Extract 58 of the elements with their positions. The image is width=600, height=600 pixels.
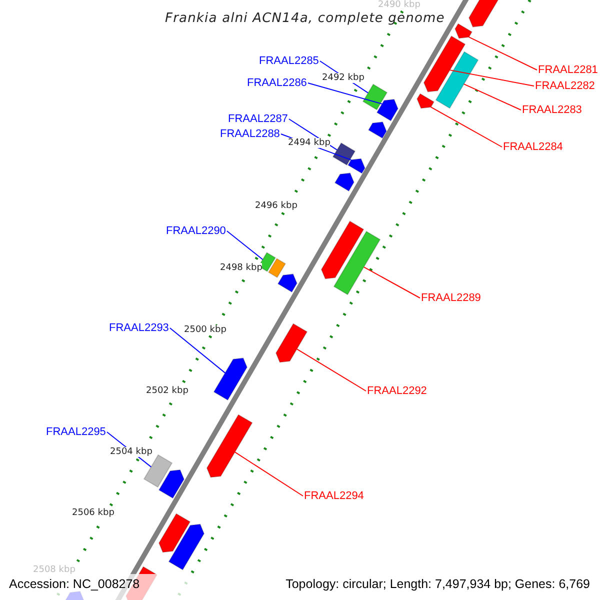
scale-tick-label: 2496 kbp: [255, 201, 298, 211]
gene-feature: [435, 51, 479, 109]
scale-tick-label: 2492 kbp: [322, 73, 364, 83]
gene-label: FRAAL2286: [247, 77, 307, 89]
gene-feature: [332, 142, 356, 166]
gene-feature: [213, 358, 248, 401]
leader-line: [307, 82, 383, 104]
scale-tick-label: 2490 kbp: [378, 0, 420, 10]
diagram-title: Frankia alni ACN14a, complete genome: [165, 11, 445, 26]
leader-line: [449, 70, 534, 86]
scale-tick-label: 2502 kbp: [146, 386, 188, 396]
gene-feature: [320, 220, 364, 280]
gene-label: FRAAL2282: [535, 80, 595, 92]
gene-feature: [268, 258, 286, 278]
gene-label: FRAAL2294: [304, 490, 364, 502]
gene-feature: [334, 172, 354, 192]
gene-feature: [376, 98, 398, 122]
gene-label: FRAAL2293: [109, 322, 169, 334]
leader-line: [226, 230, 264, 260]
leader-line: [234, 452, 304, 496]
scale-tick-label: 2504 kbp: [110, 447, 152, 457]
gene-feature: [143, 454, 173, 488]
leader-line: [296, 348, 366, 392]
scale-tick-label: 2498 kbp: [220, 263, 262, 273]
leader-line: [430, 106, 502, 148]
leader-line: [468, 36, 538, 70]
leader-line: [363, 266, 420, 298]
scale-tick-label: 2508 kbp: [33, 565, 76, 575]
gene-feature: [158, 469, 185, 499]
gene-feature: [416, 93, 435, 109]
gene-label: FRAAL2285: [259, 55, 319, 67]
scale-tick-label: 2494 kbp: [288, 138, 330, 148]
gene-label: FRAAL2287: [228, 113, 288, 125]
genome-info-text: Topology: circular; Length: 7,497,934 bp; Genes: 6,769: [286, 577, 590, 591]
gene-feature: [277, 274, 298, 293]
gene-label: FRAAL2290: [166, 225, 226, 237]
gene-label: FRAAL2292: [367, 385, 427, 397]
gene-label: FRAAL2284: [503, 141, 563, 153]
gene-label: FRAAL2281: [538, 64, 598, 76]
gene-label: FRAAL2295: [46, 426, 106, 438]
scale-tick-label: 2500 kbp: [184, 325, 226, 335]
gene-feature: [362, 84, 388, 110]
accession-text: Accession: NC_008278: [9, 577, 140, 591]
gene-feature: [333, 230, 381, 296]
leader-line: [169, 328, 226, 374]
gene-label: FRAAL2289: [421, 292, 481, 304]
gene-feature: [168, 524, 205, 570]
gene-feature: [347, 158, 366, 174]
gene-feature: [206, 414, 253, 478]
gene-feature: [368, 121, 387, 139]
gene-feature: [454, 23, 473, 39]
gene-label: FRAAL2283: [522, 104, 582, 116]
gene-feature: [158, 513, 191, 553]
gene-feature: [423, 35, 466, 92]
gene-feature: [275, 323, 308, 363]
leader-line: [463, 84, 522, 110]
gene-label: FRAAL2288: [220, 128, 280, 140]
scale-tick-label: 2506 kbp: [72, 508, 114, 518]
